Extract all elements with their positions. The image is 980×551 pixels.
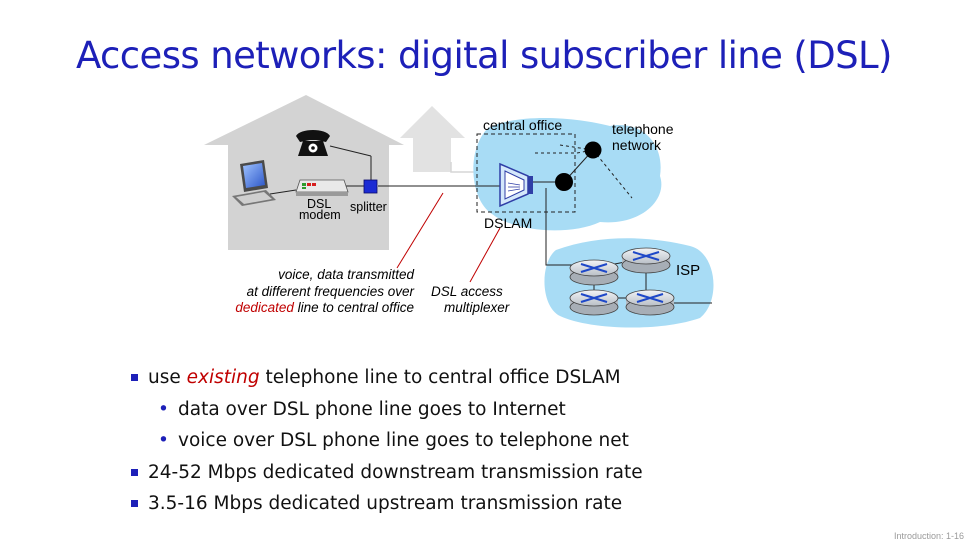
- central-office-boundary: [476, 133, 576, 213]
- neighbor-house-shape: [400, 106, 465, 172]
- router-icon: [569, 289, 619, 316]
- telephone-network-label: network: [612, 137, 662, 153]
- bullet-item: use existing telephone line to central o…: [128, 362, 643, 394]
- router-icon: [569, 259, 619, 286]
- dslam-isp-line: [545, 188, 575, 266]
- bullet-item: 24-52 Mbps dedicated downstream transmis…: [128, 457, 643, 489]
- dslam-caption: multiplexer: [444, 300, 510, 315]
- splitter-icon: [363, 179, 378, 194]
- existing-emphasis: existing: [186, 367, 260, 388]
- telephone-network-label: telephone: [612, 121, 674, 137]
- splitter-label: splitter: [350, 200, 387, 214]
- sub-bullet-item: data over DSL phone line goes to Interne…: [128, 394, 643, 426]
- caption-pointer: [396, 192, 444, 269]
- phone-cord: [329, 145, 372, 157]
- telephone-dashed-line: [592, 149, 633, 199]
- dsl-modem-label: modem: [299, 208, 341, 222]
- home-house-shape: [204, 95, 404, 250]
- dslam-icon: [499, 162, 533, 208]
- dedicated-emphasis: dedicated: [235, 300, 294, 315]
- line-caption: dedicated line to central office: [235, 300, 414, 315]
- bullet-item: 3.5-16 Mbps dedicated upstream transmiss…: [128, 488, 643, 520]
- bullet-list: use existing telephone line to central o…: [128, 362, 643, 520]
- telephone-icon: [296, 130, 330, 156]
- slide-footer: Introduction: 1-16: [893, 531, 964, 541]
- computer-modem-line: [269, 189, 297, 195]
- isp-label: ISP: [676, 262, 700, 279]
- slide-title: Access networks: digital subscriber line…: [76, 34, 892, 77]
- dslam-pointer: [469, 227, 501, 283]
- router-icon: [621, 247, 671, 274]
- telephone-switch-node: [584, 141, 602, 159]
- line-caption: voice, data transmitted: [278, 267, 414, 282]
- dsl-diagram: central office telephone network DSL mod…: [204, 95, 714, 328]
- dslam-label: DSLAM: [484, 215, 532, 231]
- computer-icon: [232, 160, 276, 206]
- co-switch-node: [555, 173, 573, 191]
- central-office-label: central office: [483, 117, 562, 133]
- dsl-modem-icon: [295, 179, 349, 196]
- sub-bullet-item: voice over DSL phone line goes to teleph…: [128, 425, 643, 457]
- dsl-modem-label: DSL: [307, 197, 331, 211]
- router-icon: [625, 289, 675, 316]
- dslam-caption: DSL access: [431, 284, 503, 299]
- line-caption: at different frequencies over: [247, 284, 415, 299]
